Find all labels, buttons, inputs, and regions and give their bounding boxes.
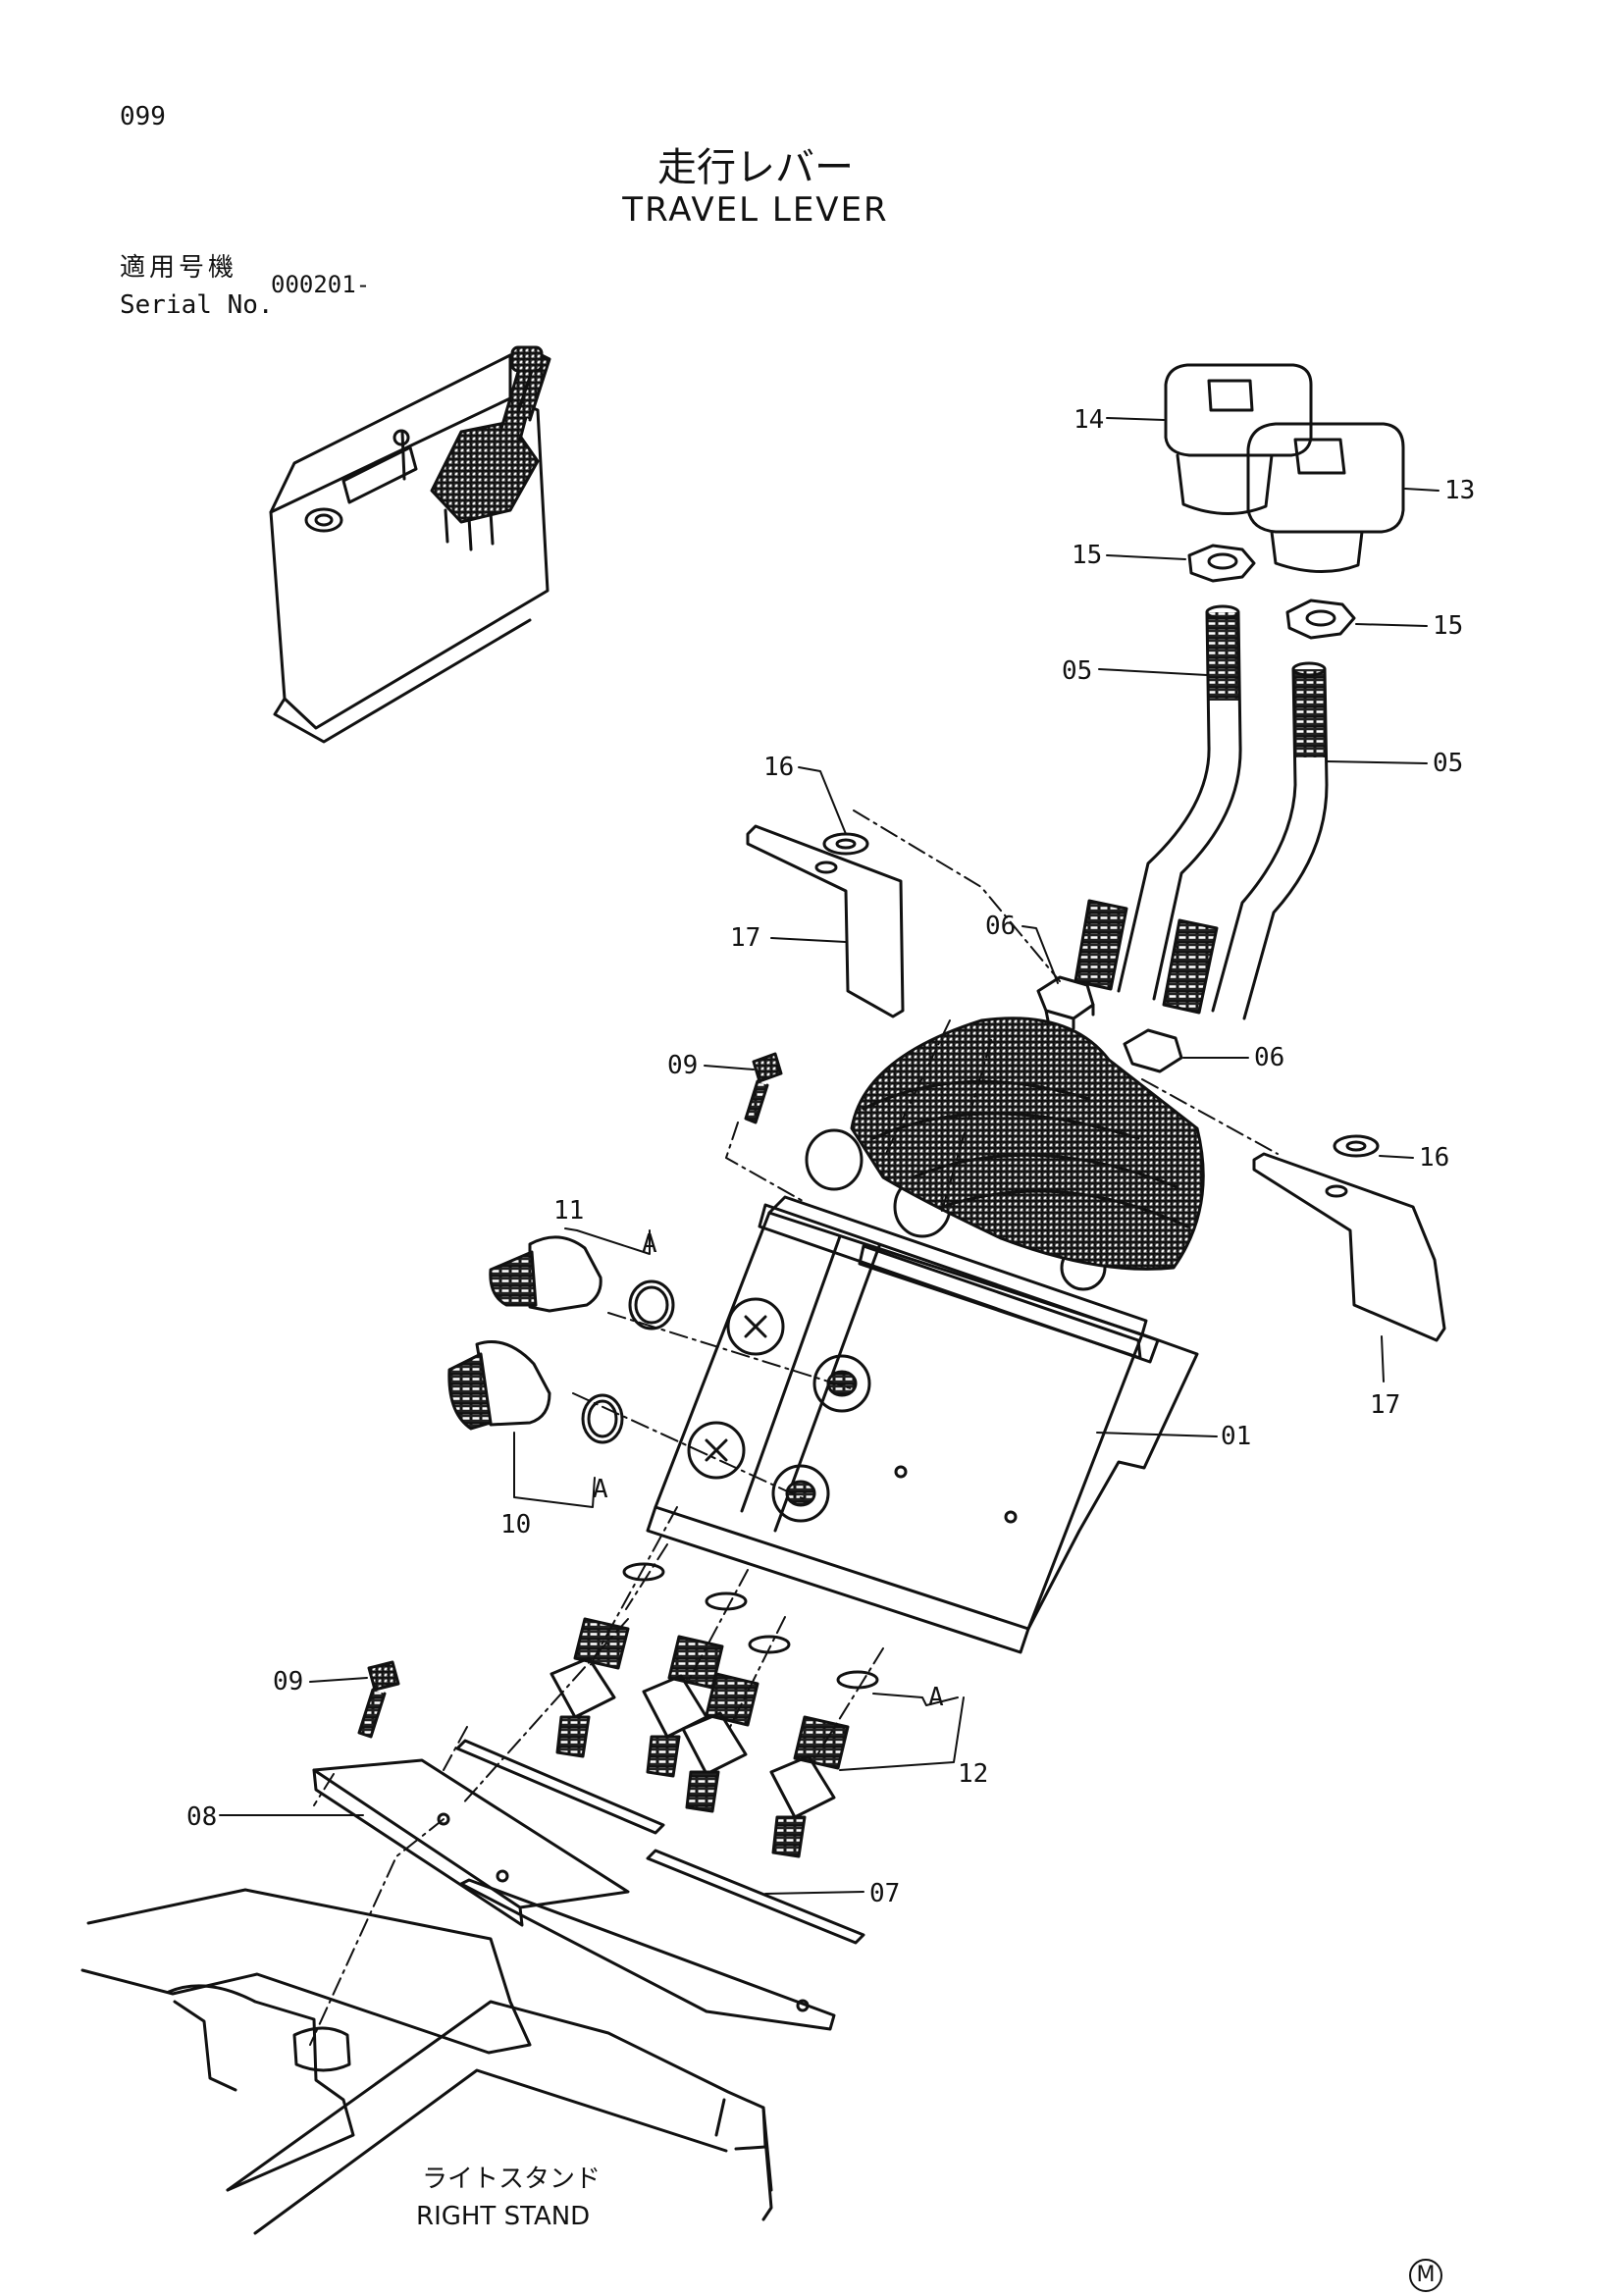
lever-rod-05-left — [1073, 604, 1242, 1001]
manufacturer-mark: M — [1409, 2259, 1442, 2292]
callout-a-lower: A — [928, 1683, 944, 1712]
serial-label: Serial No. — [120, 290, 274, 320]
callout-16-left: 16 — [763, 753, 794, 782]
page-number: 099 — [120, 102, 166, 131]
callout-05-right: 05 — [1433, 749, 1463, 778]
nut-15-right — [1285, 599, 1356, 640]
callout-17-left: 17 — [730, 923, 760, 953]
page-title-japanese: 走行レバー — [657, 145, 854, 190]
grip-13 — [1246, 422, 1405, 573]
callout-14: 14 — [1073, 405, 1104, 435]
callout-a-middle: A — [593, 1475, 608, 1504]
nut-15-left — [1187, 544, 1256, 583]
callout-09-upper: 09 — [667, 1051, 698, 1080]
callout-06-right: 06 — [1254, 1043, 1284, 1072]
serial-number-value: 000201- — [271, 271, 371, 298]
callout-10: 10 — [500, 1510, 531, 1539]
mounting-plate-08 — [312, 1758, 836, 2031]
plate-17-left — [746, 824, 905, 1018]
callout-15-left: 15 — [1072, 541, 1102, 570]
callout-07: 07 — [869, 1879, 900, 1908]
callout-06-left: 06 — [985, 912, 1016, 941]
callout-leaders — [219, 417, 1440, 1895]
callout-15-right: 15 — [1433, 611, 1463, 641]
callout-17-right: 17 — [1370, 1390, 1400, 1420]
grip-14 — [1164, 363, 1313, 515]
callout-labels: 14 13 15 15 05 05 16 06 17 09 06 16 11 A… — [186, 405, 1475, 1908]
page-title: TRAVEL LEVER — [622, 190, 889, 230]
washer-16-left — [822, 832, 869, 856]
nut-06-right — [1123, 1028, 1183, 1073]
o-ring-a-upper — [628, 1279, 675, 1331]
callout-16-right: 16 — [1419, 1143, 1449, 1173]
lever-rod-05-right — [1162, 661, 1329, 1020]
alignment-lines — [309, 809, 1279, 2046]
elbow-fitting-11 — [489, 1235, 602, 1313]
o-ring-a-middle — [581, 1393, 624, 1444]
stand-label-japanese: ライトスタンド — [422, 2165, 602, 2194]
elbow-fitting-10 — [447, 1340, 551, 1431]
o-ring-a-lower — [622, 1562, 879, 1690]
bolt-09-lower — [357, 1660, 400, 1739]
washer-16-right — [1333, 1134, 1380, 1158]
right-stand — [80, 1888, 773, 2235]
location-view-console — [269, 353, 550, 744]
callout-11: 11 — [553, 1196, 584, 1226]
stand-label: RIGHT STAND — [416, 2202, 591, 2231]
rubber-boot — [850, 1017, 1205, 1271]
callout-09-lower: 09 — [273, 1667, 303, 1696]
nut-06-left — [1036, 975, 1095, 1030]
serial-label-japanese: 適用号機 — [120, 253, 238, 283]
plate-17-right — [1252, 1152, 1446, 1342]
gasket-07 — [455, 1739, 865, 1945]
callout-01: 01 — [1221, 1422, 1251, 1451]
pilot-valve-body-01 — [646, 1128, 1199, 1654]
callout-a-upper: A — [642, 1229, 657, 1259]
callout-12: 12 — [958, 1759, 988, 1789]
callout-05-left: 05 — [1062, 656, 1092, 686]
callout-08: 08 — [186, 1802, 217, 1832]
callout-13: 13 — [1444, 476, 1475, 505]
location-view-lever-assembly — [430, 345, 551, 551]
bolt-09-upper — [744, 1052, 783, 1124]
